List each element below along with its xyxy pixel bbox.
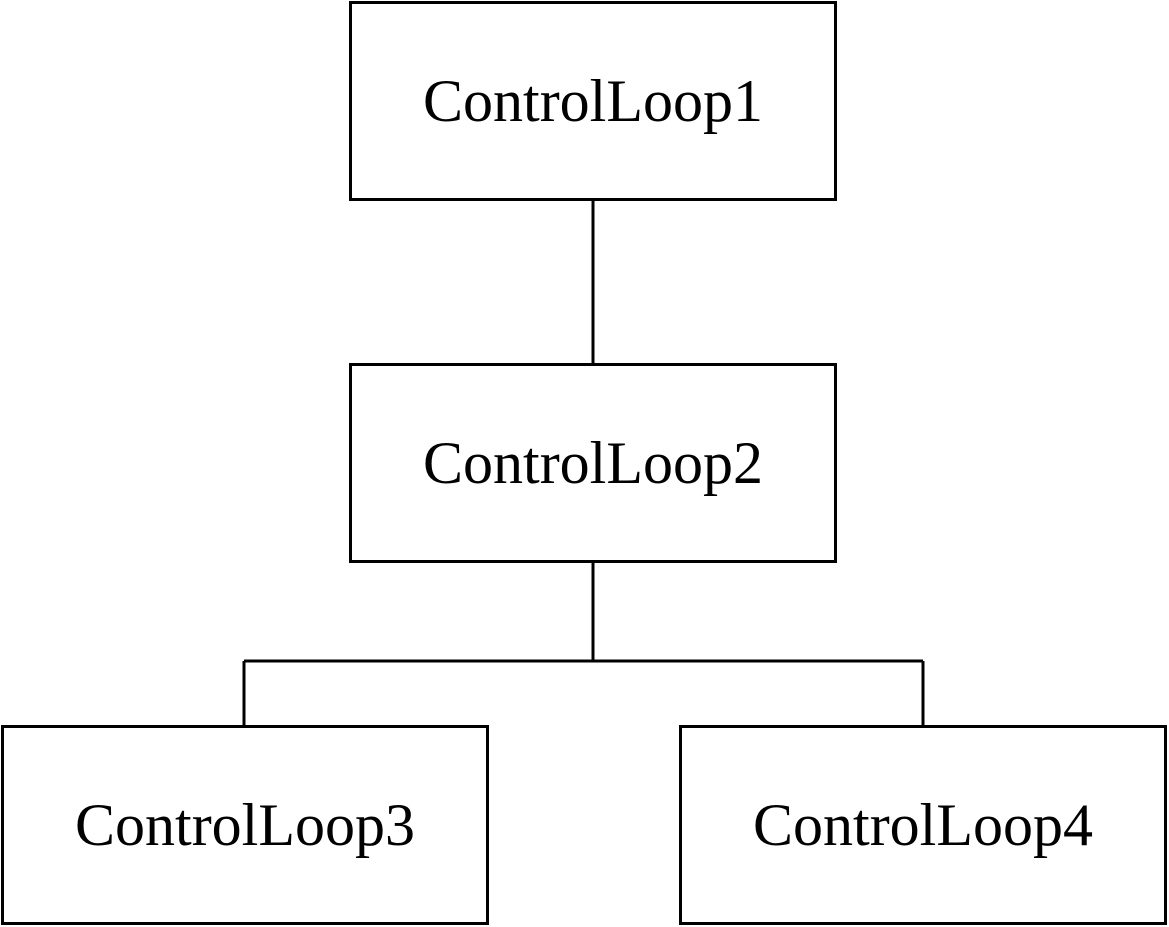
- node-label: ControlLoop2: [423, 430, 763, 496]
- node-control-loop-1: ControlLoop1: [349, 1, 837, 201]
- node-control-loop-4: ControlLoop4: [679, 725, 1167, 925]
- node-control-loop-2: ControlLoop2: [349, 363, 837, 563]
- node-control-loop-3: ControlLoop3: [1, 725, 489, 925]
- node-label: ControlLoop1: [423, 68, 763, 134]
- node-label: ControlLoop4: [753, 792, 1093, 858]
- node-label: ControlLoop3: [75, 792, 415, 858]
